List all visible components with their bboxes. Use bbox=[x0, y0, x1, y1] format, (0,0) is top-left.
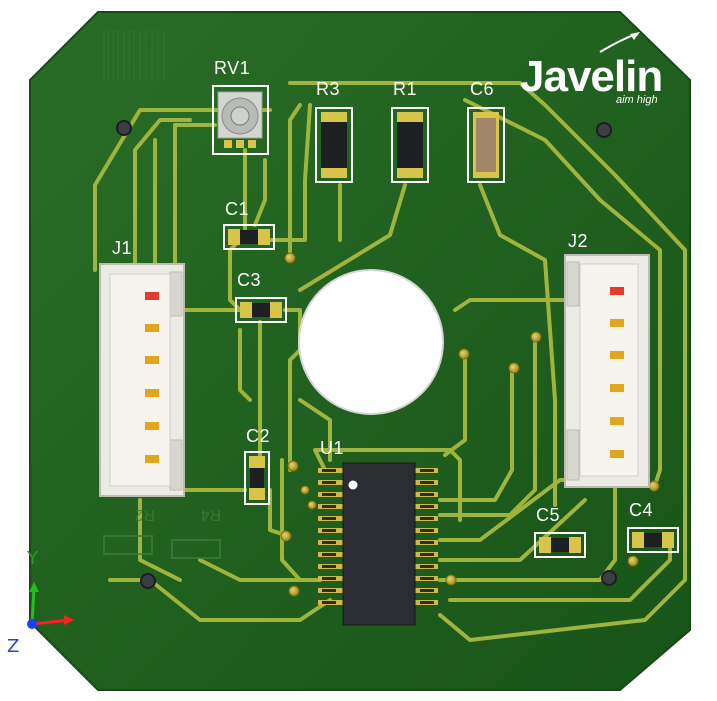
mounting-hole bbox=[601, 570, 617, 586]
label-c2: C2 bbox=[246, 426, 271, 446]
mounting-hole bbox=[596, 122, 612, 138]
connector-j2 bbox=[564, 254, 650, 488]
capacitor-c3 bbox=[235, 297, 287, 323]
bottom-silkscreen: R2 R4 bbox=[103, 506, 221, 559]
connector-j1 bbox=[99, 263, 185, 497]
axis-y-label: Y bbox=[27, 548, 38, 569]
label-c5: C5 bbox=[536, 505, 561, 525]
label-j1: J1 bbox=[112, 238, 133, 258]
svg-text:R4: R4 bbox=[200, 506, 221, 523]
capacitor-c4 bbox=[627, 527, 679, 553]
copper-traces bbox=[93, 81, 687, 642]
label-r3: R3 bbox=[316, 79, 341, 99]
capacitor-c2 bbox=[244, 451, 270, 505]
label-u1: U1 bbox=[320, 438, 345, 458]
label-c6: C6 bbox=[470, 79, 495, 99]
brand-tagline: aim high bbox=[616, 94, 658, 106]
label-c1: C1 bbox=[225, 199, 250, 219]
pin1-marker bbox=[348, 480, 358, 490]
barcode-marking bbox=[103, 30, 165, 80]
capacitor-c5 bbox=[534, 532, 586, 558]
mounting-holes bbox=[116, 120, 617, 589]
label-c4: C4 bbox=[629, 500, 654, 520]
resistor-r1 bbox=[391, 107, 429, 183]
svg-text:R2: R2 bbox=[134, 506, 155, 523]
ic-u1 bbox=[318, 462, 438, 626]
label-c3: C3 bbox=[237, 270, 262, 290]
axis-triad bbox=[27, 582, 74, 629]
axis-z-label: Z bbox=[7, 636, 20, 657]
vias bbox=[280, 252, 660, 597]
mounting-hole bbox=[140, 573, 156, 589]
capacitor-c1 bbox=[223, 224, 275, 250]
center-cutout bbox=[298, 269, 444, 415]
logo-swoosh-icon bbox=[599, 32, 640, 53]
label-r1: R1 bbox=[393, 79, 418, 99]
resistor-r3 bbox=[315, 107, 353, 183]
capacitor-c6 bbox=[467, 107, 505, 183]
label-j2: J2 bbox=[568, 231, 589, 251]
brand-logo: Javelin bbox=[520, 52, 663, 101]
potentiometer-rv1 bbox=[212, 85, 269, 155]
mounting-hole bbox=[116, 120, 132, 136]
label-rv1: RV1 bbox=[214, 58, 251, 78]
